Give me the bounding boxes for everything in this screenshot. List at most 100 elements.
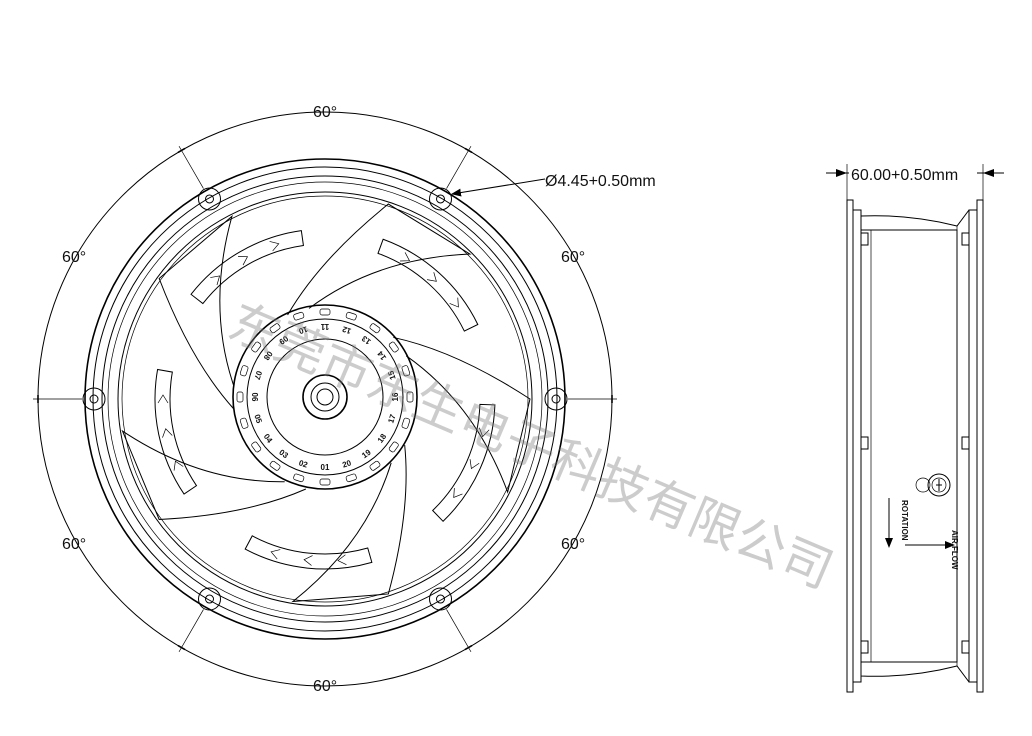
left-flange-outer [846,199,854,693]
rotation-label: ROTATION [900,500,909,541]
frame-outer-ring [84,158,566,640]
hub-number: 06 [250,393,259,402]
mount-hole-boss [429,187,452,211]
hub-pocket [269,323,281,334]
hub-number: 05 [252,413,263,425]
mount-hole [205,594,214,604]
angle-dimension-tick [177,644,186,651]
mount-hole-boss [429,587,452,611]
angle-label-lower-right: 60° [561,536,585,553]
airflow-chevron [479,427,490,438]
hub-shaft-boss [302,374,348,420]
angle-extension-line [178,609,204,653]
mount-hole [551,394,561,404]
hub-pocket [319,308,331,316]
frame-ring-3 [101,175,549,623]
airflow-chevron [453,488,463,498]
hub-number: 04 [262,432,275,445]
hub-number: 12 [341,324,353,335]
width-arrow-right [983,169,994,177]
venturi-body [860,229,958,663]
angle-dimension-arc [37,111,613,687]
angle-dimension-tick [464,147,473,154]
hole-diameter-label: Ø4.45+0.50mm [545,173,656,190]
airflow-label: AIR FLOW [950,530,959,570]
hub-number: 19 [360,447,373,460]
hub-pocket [388,441,399,453]
hub-pocket [369,323,381,334]
hub-number: 07 [252,370,263,382]
hub-number: 02 [298,458,310,469]
airflow-chevron [210,275,221,286]
mount-hole-boss [82,387,106,411]
hub-pocket [239,365,249,377]
blade-slot [377,238,479,332]
airflow-chevron [173,460,184,471]
hub-pocket [401,365,411,377]
hub-number: 17 [386,413,397,425]
mount-hole [89,394,99,404]
hub-pocket [369,460,381,471]
hub-pocket [236,391,244,403]
angle-extension-line [446,609,472,653]
hub-motor-face [266,338,384,456]
angle-dimension-lines [33,145,617,653]
ground-symbol-ring [927,473,951,497]
angle-dimension-tick [464,644,473,651]
tab-left-mid [860,436,869,450]
airflow-chevron [469,459,480,470]
airflow-chevron [337,554,347,565]
mounting-holes [82,187,568,611]
hub-pocket [251,441,262,453]
hub-pocket [406,391,414,403]
blade-slot [431,403,496,522]
hub-pocket [239,417,249,429]
mount-hole-boss [544,387,568,411]
mount-hole-boss [198,587,221,611]
impeller-blade [393,336,531,494]
hub-pocket [319,478,331,486]
hub-pocket [345,311,357,321]
airflow-chevron [303,555,313,566]
venturi-ring [117,191,533,607]
impeller-blade [291,444,407,603]
blade-slots [154,230,496,570]
hub-shaft [316,388,334,406]
hub-pocket [401,417,411,429]
hub-pocket [293,311,305,321]
venturi-flare-bottom [860,662,970,683]
mount-hole-boss [198,187,221,211]
airflow-chevron [238,256,249,266]
width-arrow-left [836,169,847,177]
hub-pocket [251,341,262,353]
rotation-arrowhead [885,538,893,548]
width-label-bg [849,164,977,182]
impeller-blade [121,429,307,521]
tab-right-mid [961,436,970,450]
hub-rim-inner [246,318,404,476]
hub-number: 18 [376,432,389,445]
venturi-flare-top [860,209,970,230]
airflow-chevron [270,549,281,560]
angle-label-top: 60° [313,104,337,121]
angle-label-upper-right: 60° [561,249,585,266]
right-flange-outer [976,199,984,693]
hub-number: 16 [391,392,400,401]
airflow-chevron [449,297,459,308]
hub-pocket [269,460,281,471]
airflow-chevron [400,252,411,262]
hub-number: 20 [341,458,353,469]
ground-symbol-inner [931,477,947,493]
tab-right-bottom [961,640,970,654]
angle-label-upper-left: 60° [62,249,86,266]
hub-number: 11 [320,322,329,331]
airflow-arrowhead [945,541,955,549]
hole-leader-line [451,178,546,197]
hub-number: 01 [321,463,330,472]
tab-right-top [961,232,970,246]
hub-number: 03 [277,448,290,461]
right-flange-inner [968,209,978,683]
